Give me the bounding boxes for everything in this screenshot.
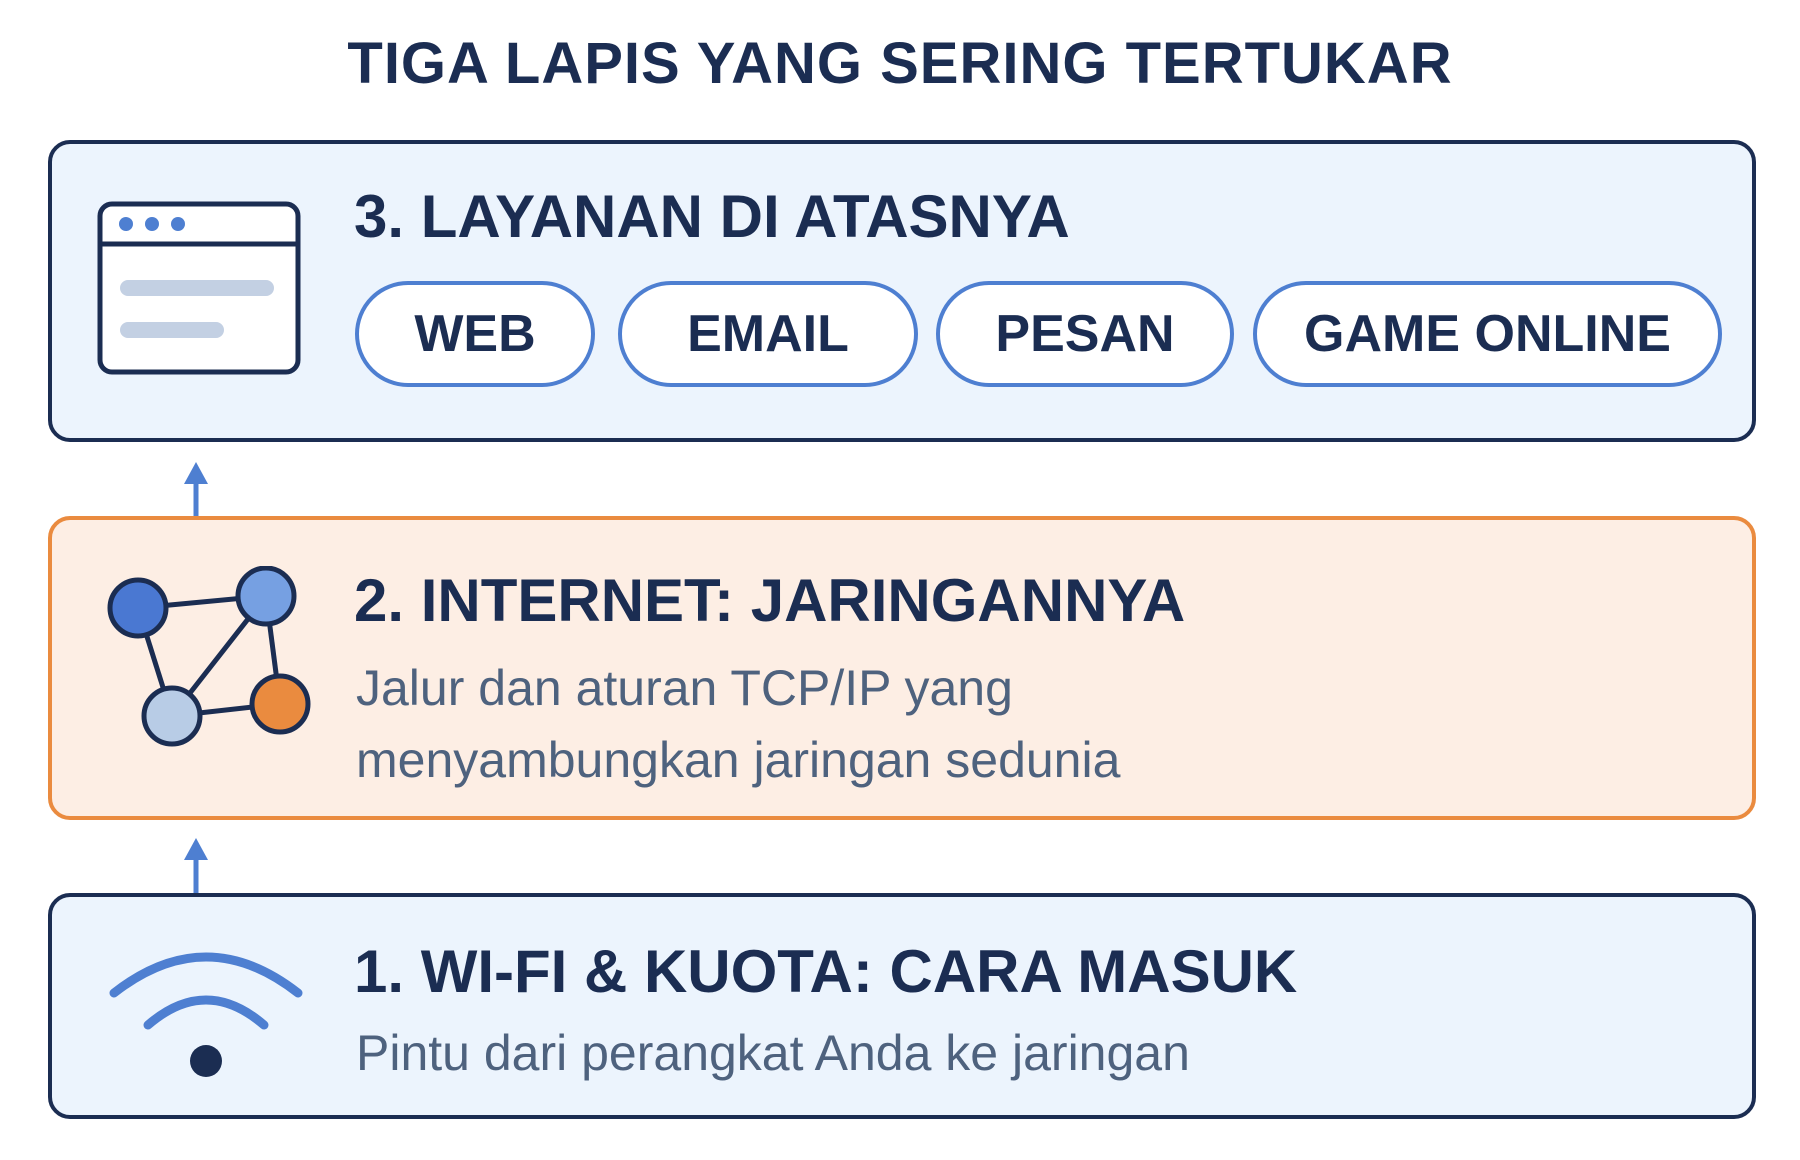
service-pill-email[interactable]: EMAIL — [618, 281, 918, 387]
browser-window-icon — [97, 201, 301, 375]
diagram-title: TIGA LAPIS YANG SERING TERTUKAR — [347, 31, 1453, 96]
layer-heading: 2. INTERNET: JARINGANNYA — [354, 567, 1186, 634]
layer-heading: 1. WI-FI & KUOTA: CARA MASUK — [354, 938, 1298, 1005]
layer-heading: 3. LAYANAN DI ATASNYA — [354, 183, 1070, 250]
wifi-icon — [109, 952, 303, 1077]
layer-wifi: 1. WI-FI & KUOTA: CARA MASUK Pintu dari … — [48, 893, 1756, 1119]
service-pill-web[interactable]: WEB — [355, 281, 595, 387]
layer-description: Jalur dan aturan TCP/IP yang menyambungk… — [356, 660, 1121, 788]
network-nodes-icon — [107, 566, 311, 747]
layer-services: 3. LAYANAN DI ATASNYA WEB EMAIL PESAN GA… — [48, 140, 1756, 442]
layer-description: Pintu dari perangkat Anda ke jaringan — [356, 1025, 1190, 1081]
service-pill-pesan[interactable]: PESAN — [936, 281, 1234, 387]
service-pill-game-online[interactable]: GAME ONLINE — [1253, 281, 1722, 387]
up-arrow-icon — [184, 838, 208, 894]
up-arrow-icon — [184, 462, 208, 518]
layer-internet: 2. INTERNET: JARINGANNYA Jalur dan atura… — [48, 516, 1756, 820]
